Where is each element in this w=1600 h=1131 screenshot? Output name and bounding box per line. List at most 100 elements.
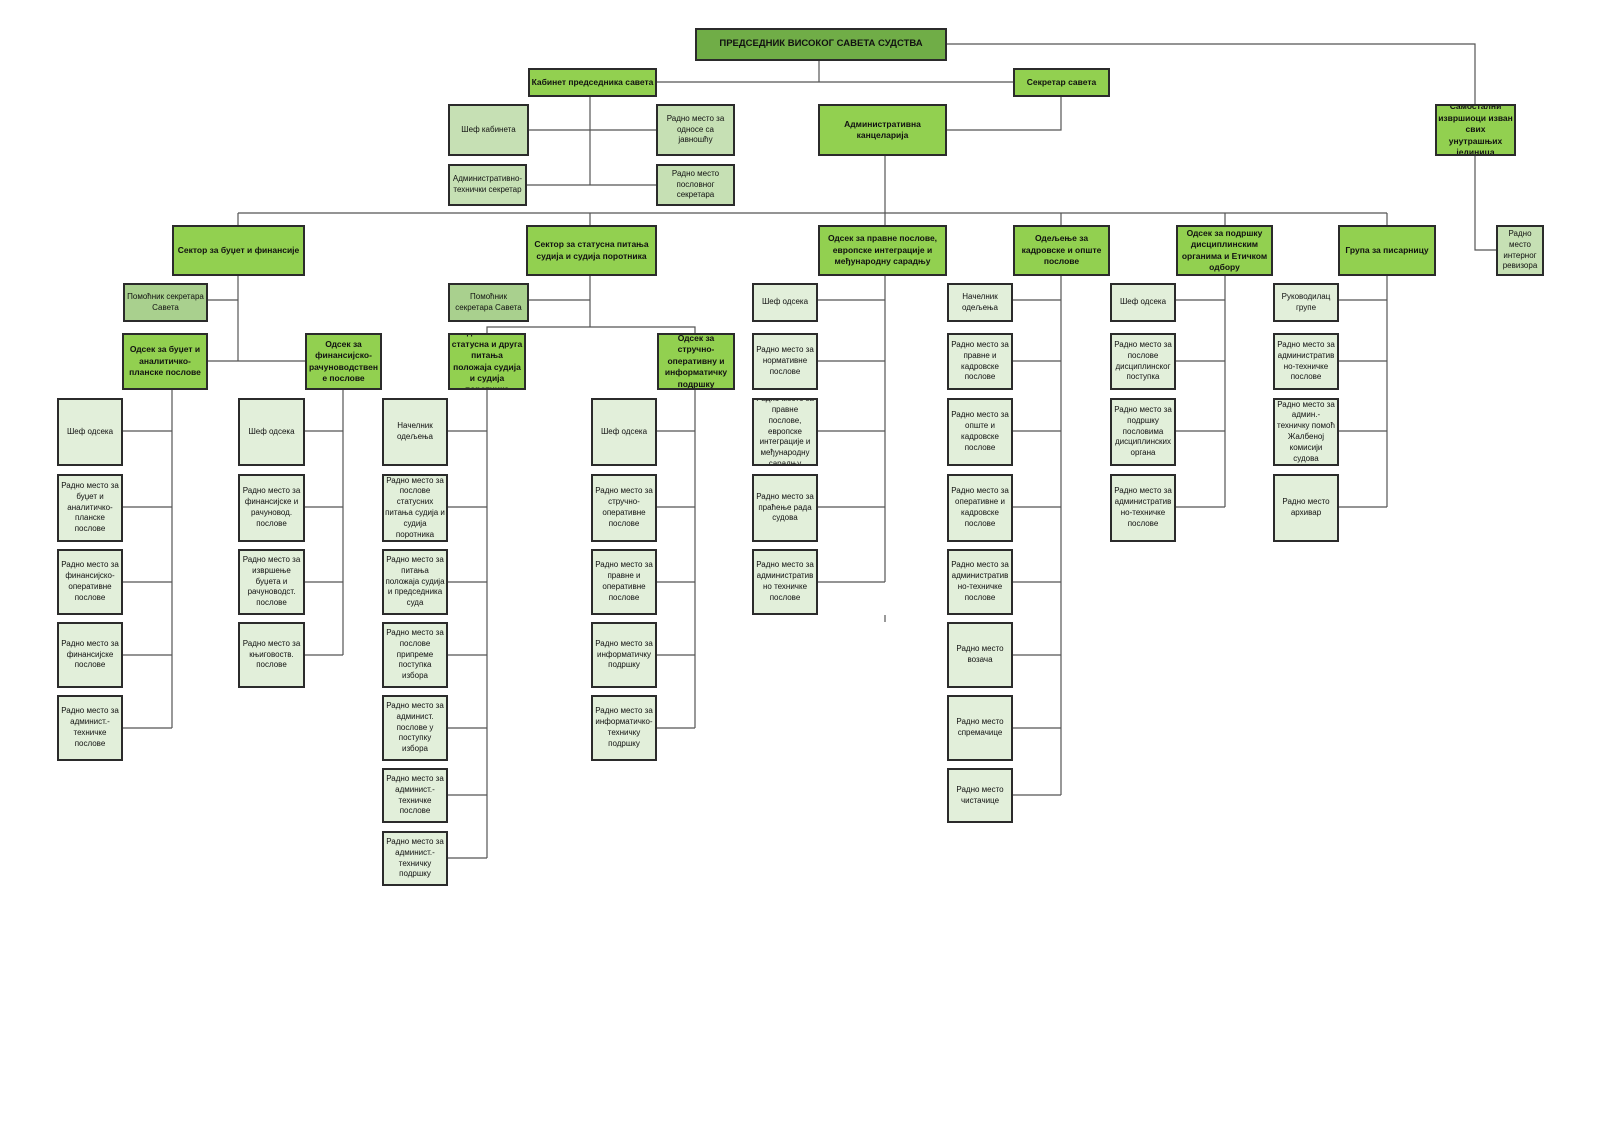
position-box: Радно место чистачице bbox=[947, 768, 1013, 823]
box-label: Одсек за стручно-оперативну и информатич… bbox=[664, 333, 728, 389]
position-box: Радно место за админист.-техничке послов… bbox=[382, 768, 448, 823]
position-box: Шеф одсека bbox=[238, 398, 305, 466]
box-label: Самостални извршиоци изван свих унутрашњ… bbox=[1438, 104, 1513, 156]
box-label: Радно место за админист.-техничке послов… bbox=[61, 706, 119, 748]
position-box: Радно место за административ но-техничке… bbox=[1110, 474, 1176, 542]
box-label: Радно место за подршку пословима дисципл… bbox=[1114, 405, 1172, 458]
budget-sector-box: Сектор за буџет и финансије bbox=[172, 225, 305, 276]
position-box: Радно место за информатичко-техничку под… bbox=[591, 695, 657, 761]
box-label: Руководилац групе bbox=[1281, 291, 1331, 312]
it-dept-box: Одсек за стручно-оперативну и информатич… bbox=[657, 333, 735, 390]
box-label: Радно место архивар bbox=[1282, 497, 1330, 517]
position-box: Радно место за стручно-оперативне послов… bbox=[591, 474, 657, 542]
box-label: Начелник одељења bbox=[396, 421, 434, 441]
box-label: Помоћник секретара Савета bbox=[455, 291, 522, 312]
box-label: Радно место за финансијске и рачуновод. … bbox=[242, 486, 301, 528]
box-label: Радно место за питања положаја судија и … bbox=[385, 555, 445, 608]
box-label: Радно место спремачице bbox=[956, 717, 1004, 737]
box-label: Одсек за подршку дисциплинским органима … bbox=[1181, 227, 1268, 272]
box-label: Шеф одсека bbox=[1119, 297, 1167, 307]
box-label: Радно место за финансијско-оперативне по… bbox=[61, 560, 119, 602]
box-label: Одељење за статусна и друга питања полож… bbox=[451, 335, 523, 390]
position-box: Начелник одељења bbox=[382, 398, 448, 466]
box-label: Радно место за стручно-оперативне послов… bbox=[595, 486, 653, 528]
box-label: Одсек за финансијско-рачуноводствене пос… bbox=[308, 338, 379, 383]
box-label: Начелник одељења bbox=[961, 291, 999, 312]
position-box: Радно место за финансијске послове bbox=[57, 622, 123, 688]
position-box: Радно место за нормативне послове bbox=[752, 333, 818, 390]
box-label: Шеф одсека bbox=[248, 426, 295, 436]
position-box: Радно место за админ.-техничку помоћ Жал… bbox=[1273, 398, 1339, 466]
position-box: Радно место за правне и оперативне посло… bbox=[591, 549, 657, 615]
position-box: Радно место пословног секретара bbox=[656, 164, 735, 206]
position-box: Радно место за правне и кадровске послов… bbox=[947, 333, 1013, 390]
box-label: Радно место за админист. послове у посту… bbox=[386, 701, 444, 754]
position-box: Радно место за административ но-техничке… bbox=[947, 549, 1013, 615]
box-label: Шеф одсека bbox=[761, 297, 809, 307]
box-label: Радно место за информатичко-техничку под… bbox=[595, 706, 653, 748]
president-box: ПРЕДСЕДНИК ВИСОКОГ САВЕТА СУДСТВА bbox=[695, 28, 947, 61]
box-label: Радно место за књиговоств. послове bbox=[242, 638, 301, 670]
box-label: Сектор за статусна питања судија и судиј… bbox=[534, 239, 649, 261]
position-box: Радно место за односе са јавношћу bbox=[656, 104, 735, 156]
status-division-box: Одељење за статусна и друга питања полож… bbox=[448, 333, 526, 390]
position-box: Радно место возача bbox=[947, 622, 1013, 688]
box-label: Радно место за извршење буџета и рачунов… bbox=[242, 555, 301, 608]
box-label: Радно место за информатичку подршку bbox=[595, 638, 653, 670]
position-box: Шеф одсека bbox=[57, 398, 123, 466]
position-box: Радно место за финансијске и рачуновод. … bbox=[238, 474, 305, 542]
box-label: Шеф одсека bbox=[600, 426, 648, 436]
position-box: Радно место за послове дисциплинског пос… bbox=[1110, 333, 1176, 390]
box-label: Кабинет председника савета bbox=[531, 76, 654, 87]
position-box: Радно место за правне послове, европске … bbox=[752, 398, 818, 466]
box-label: Радно место за послове припреме поступка… bbox=[386, 628, 444, 681]
hr-division-box: Одељење за кадровске и опште послове bbox=[1013, 225, 1110, 276]
position-box: Радно место за подршку пословима дисципл… bbox=[1110, 398, 1176, 466]
position-box: Радно место за буџет и аналитичко-планск… bbox=[57, 474, 123, 542]
box-label: Шеф кабинета bbox=[461, 124, 516, 134]
position-box: Радно место за финансијско-оперативне по… bbox=[57, 549, 123, 615]
assistant-secretary-box: Помоћник секретара Савета bbox=[123, 283, 208, 322]
box-label: Радно место за правне и кадровске послов… bbox=[951, 339, 1009, 382]
cabinet-box: Кабинет председника савета bbox=[528, 68, 657, 97]
position-box: Радно место за праћење рада судова bbox=[752, 474, 818, 542]
position-box: Радно место интерног ревизора bbox=[1496, 225, 1544, 276]
position-box: Радно место за питања положаја судија и … bbox=[382, 549, 448, 615]
box-label: Радно место за буџет и аналитичко-планск… bbox=[61, 481, 119, 534]
status-sector-box: Сектор за статусна питања судија и судиј… bbox=[526, 225, 657, 276]
box-label: Радно место за правне и оперативне посло… bbox=[595, 560, 653, 602]
budget-dept-box: Одсек за буџет и аналитичко-планске посл… bbox=[122, 333, 208, 390]
box-label: Радно место за финансијске послове bbox=[61, 638, 119, 670]
box-label: Радно место за админист.-техничке послов… bbox=[386, 773, 444, 816]
box-label: Радно место возача bbox=[956, 644, 1004, 664]
box-label: Радно место за административ но техничке… bbox=[756, 560, 814, 602]
position-box: Радно место за админист. послове у посту… bbox=[382, 695, 448, 761]
box-label: Радно место чистачице bbox=[956, 784, 1004, 805]
box-label: Административно-технички секретар bbox=[452, 174, 523, 194]
position-box: Радно место за послове статусних питања … bbox=[382, 474, 448, 542]
position-box: Радно место за информатичку подршку bbox=[591, 622, 657, 688]
position-box: Радно место за оперативне и кадровске по… bbox=[947, 474, 1013, 542]
position-box: Административно-технички секретар bbox=[448, 164, 527, 206]
box-label: Радно место за административ но-техничке… bbox=[951, 560, 1009, 602]
box-label: Радно место за админист.-техничку подршк… bbox=[386, 836, 444, 879]
secretary-box: Секретар савета bbox=[1013, 68, 1110, 97]
box-label: Радно место за правне послове, европске … bbox=[756, 398, 814, 466]
box-label: Одељење за кадровске и опште послове bbox=[1021, 233, 1102, 267]
position-box: Шеф одсека bbox=[752, 283, 818, 322]
position-box: Руководилац групе bbox=[1273, 283, 1339, 322]
box-label: Секретар савета bbox=[1026, 76, 1097, 87]
box-label: Радно место за нормативне послове bbox=[756, 345, 814, 376]
box-label: Радно место за оперативне и кадровске по… bbox=[951, 486, 1009, 528]
position-box: Радно место за административ но-техничке… bbox=[1273, 333, 1339, 390]
box-label: Административна канцеларија bbox=[844, 118, 921, 140]
box-label: Радно место за послове статусних питања … bbox=[385, 475, 445, 539]
legal-dept-box: Одсек за правне послове, европске интегр… bbox=[818, 225, 947, 276]
registry-group-box: Група за писарницу bbox=[1338, 225, 1436, 276]
position-box: Радно место за административ но техничке… bbox=[752, 549, 818, 615]
box-label: Сектор за буџет и финансије bbox=[177, 244, 300, 255]
position-box: Шеф одсека bbox=[1110, 283, 1176, 322]
box-label: Радно место за админ.-техничку помоћ Жал… bbox=[1277, 399, 1335, 463]
position-box: Радно место спремачице bbox=[947, 695, 1013, 761]
